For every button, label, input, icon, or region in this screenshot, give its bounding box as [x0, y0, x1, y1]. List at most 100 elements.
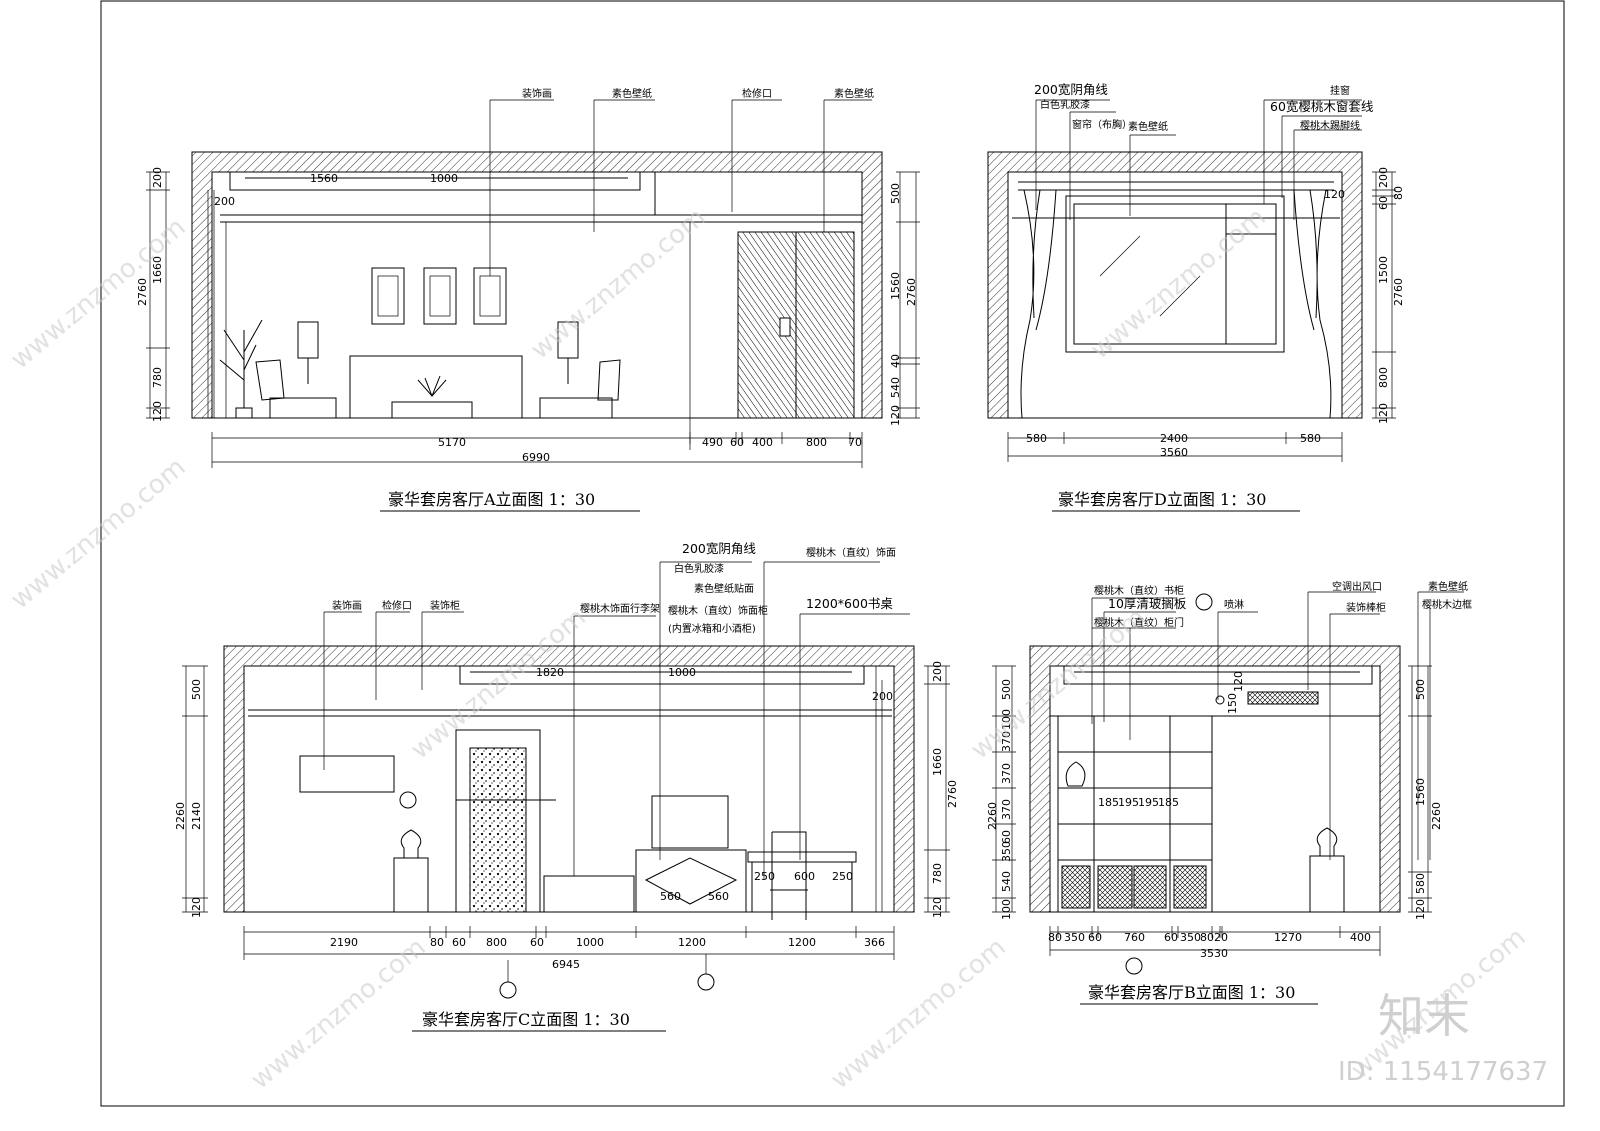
label-c-7: 素色壁纸贴面: [694, 582, 754, 595]
label-a-4: 素色壁纸: [834, 87, 874, 100]
dim-d-top: 120: [1324, 188, 1345, 201]
label-d-2: 白色乳胶漆: [1040, 98, 1090, 111]
dim-c-1: 2190: [330, 936, 358, 949]
potted-plant: [219, 319, 263, 419]
title-d: 豪华套房客厅D立面图 1：30: [1058, 490, 1266, 509]
dim-b-2: 350: [1064, 931, 1085, 944]
svg-text:580: 580: [1414, 873, 1427, 894]
label-d-5: 挂窗: [1330, 84, 1350, 97]
inner-dim-c4: 250: [754, 870, 775, 883]
tv-cabinet: [543, 795, 747, 913]
dim-b-3: 60: [1088, 931, 1102, 944]
svg-text:500: 500: [889, 183, 902, 204]
svg-text:780: 780: [151, 367, 164, 388]
title-a: 豪华套房客厅A立面图 1：30: [388, 490, 595, 509]
label-a-1: 装饰画: [522, 87, 552, 100]
ac-vent: [1247, 691, 1319, 705]
label-d-3: 窗帘（布胸）: [1072, 118, 1132, 131]
svg-text:2260: 2260: [174, 802, 187, 830]
shelf-dim-2: 195: [1118, 796, 1139, 809]
inner-dim-c6: 250: [832, 870, 853, 883]
dim-b-4: 760: [1124, 931, 1145, 944]
ceiling-dim-c1: 1820: [536, 666, 564, 679]
inner-dim-c2: 560: [708, 890, 729, 903]
dim-b-total: 3530: [1200, 947, 1228, 960]
dim-a-6: 70: [848, 436, 862, 449]
svg-text:80: 80: [1392, 186, 1405, 200]
svg-text:1560: 1560: [1414, 778, 1427, 806]
label-d-7: 樱桃木踢脚线: [1300, 119, 1360, 132]
svg-text:200: 200: [931, 661, 944, 682]
title-b: 豪华套房客厅B立面图 1：30: [1088, 983, 1295, 1002]
b-left-dims: 500 100 370 370 370 60 350 540 100 2260: [986, 679, 1013, 920]
inner-dim-c5: 600: [794, 870, 815, 883]
svg-text:200: 200: [1377, 167, 1390, 188]
sofa-set: [255, 321, 621, 419]
bookcase: [1057, 715, 1213, 913]
svg-text:1660: 1660: [931, 748, 944, 776]
label-b-3: 樱桃木（直纹）柜门: [1094, 616, 1184, 629]
elevation-d: 200宽阴角线 白色乳胶漆 窗帘（布胸） 素色壁纸 挂窗 60宽樱桃木窗套线 樱…: [987, 82, 1405, 512]
curtains: [1020, 189, 1332, 419]
watermark-text: www.znzmo.com: [825, 932, 1011, 1095]
svg-text:150: 150: [1226, 693, 1239, 714]
label-b-1: 樱桃木（直纹）书柜: [1094, 584, 1184, 597]
label-c-6: 白色乳胶漆: [674, 562, 724, 575]
svg-text:500: 500: [1414, 679, 1427, 700]
label-a-3: 检修口: [742, 87, 772, 100]
svg-text:2760: 2760: [1392, 278, 1405, 306]
elevation-a: 装饰画 素色壁纸 检修口 素色壁纸 1560 1000 200 5170 490…: [136, 87, 920, 512]
label-c-3: 装饰柜: [430, 599, 460, 612]
dim-c-9: 366: [864, 936, 885, 949]
svg-text:120: 120: [1377, 403, 1390, 424]
watermark-text: www.znzmo.com: [1085, 202, 1271, 365]
a-right-dims: 500 1560 40 540 120 2760: [889, 183, 918, 426]
side-table: [1309, 827, 1345, 913]
watermark-logo: 知末: [1378, 989, 1470, 1043]
dim-d-1: 580: [1026, 432, 1047, 445]
label-c-1: 装饰画: [332, 599, 362, 612]
svg-text:2760: 2760: [946, 780, 959, 808]
ceiling-dim-a2: 1000: [430, 172, 458, 185]
inner-dim-c1: 560: [660, 890, 681, 903]
svg-text:100: 100: [1000, 899, 1013, 920]
label-c-8: 樱桃木（直纹）饰面柜: [668, 604, 768, 617]
shelf-dim-4: 185: [1158, 796, 1179, 809]
svg-text:1560: 1560: [889, 272, 902, 300]
svg-text:500: 500: [190, 679, 203, 700]
dim-c-8: 1200: [788, 936, 816, 949]
dim-b-8: 20: [1214, 931, 1228, 944]
svg-text:370: 370: [1000, 799, 1013, 820]
shelf-dim-3: 195: [1138, 796, 1159, 809]
svg-text:2760: 2760: [136, 278, 149, 306]
watermark-id: ID: 1154177637: [1338, 1057, 1548, 1087]
label-c-9: (内置冰箱和小酒柜): [668, 622, 756, 635]
dim-d-total: 3560: [1160, 446, 1188, 459]
ceiling-dim-a1: 1560: [310, 172, 338, 185]
dim-a-5: 800: [806, 436, 827, 449]
dim-b-6: 350: [1180, 931, 1201, 944]
d-right-dims: 200 60 80 1500 800 120 2760: [1377, 167, 1405, 424]
b-right-dims: 500 1560 580 120 2260: [1414, 679, 1443, 920]
label-b-6: 装饰棒柜: [1346, 601, 1386, 614]
ceiling-dim-a3: 200: [214, 195, 235, 208]
svg-text:60: 60: [1000, 830, 1013, 844]
svg-text:120: 120: [1414, 899, 1427, 920]
door: [455, 729, 556, 913]
watermark-text: www.znzmo.com: [5, 452, 191, 615]
svg-text:100: 100: [1000, 709, 1013, 730]
svg-text:200: 200: [151, 167, 164, 188]
svg-text:120: 120: [889, 405, 902, 426]
watermark-text: www.znzmo.com: [245, 932, 431, 1095]
elevation-b: 樱桃木（直纹）书柜 10厚清玻搁板 樱桃木（直纹）柜门 喷淋 空调出风口 装饰棒…: [986, 580, 1472, 1005]
svg-text:1660: 1660: [151, 256, 164, 284]
dim-a-1: 5170: [438, 436, 466, 449]
dim-d-3: 580: [1300, 432, 1321, 445]
label-b-4: 喷淋: [1224, 598, 1244, 611]
ceiling-dim-c2: 1000: [668, 666, 696, 679]
dim-c-5: 60: [530, 936, 544, 949]
dim-c-6: 1000: [576, 936, 604, 949]
dim-d-2: 2400: [1160, 432, 1188, 445]
svg-text:540: 540: [889, 377, 902, 398]
